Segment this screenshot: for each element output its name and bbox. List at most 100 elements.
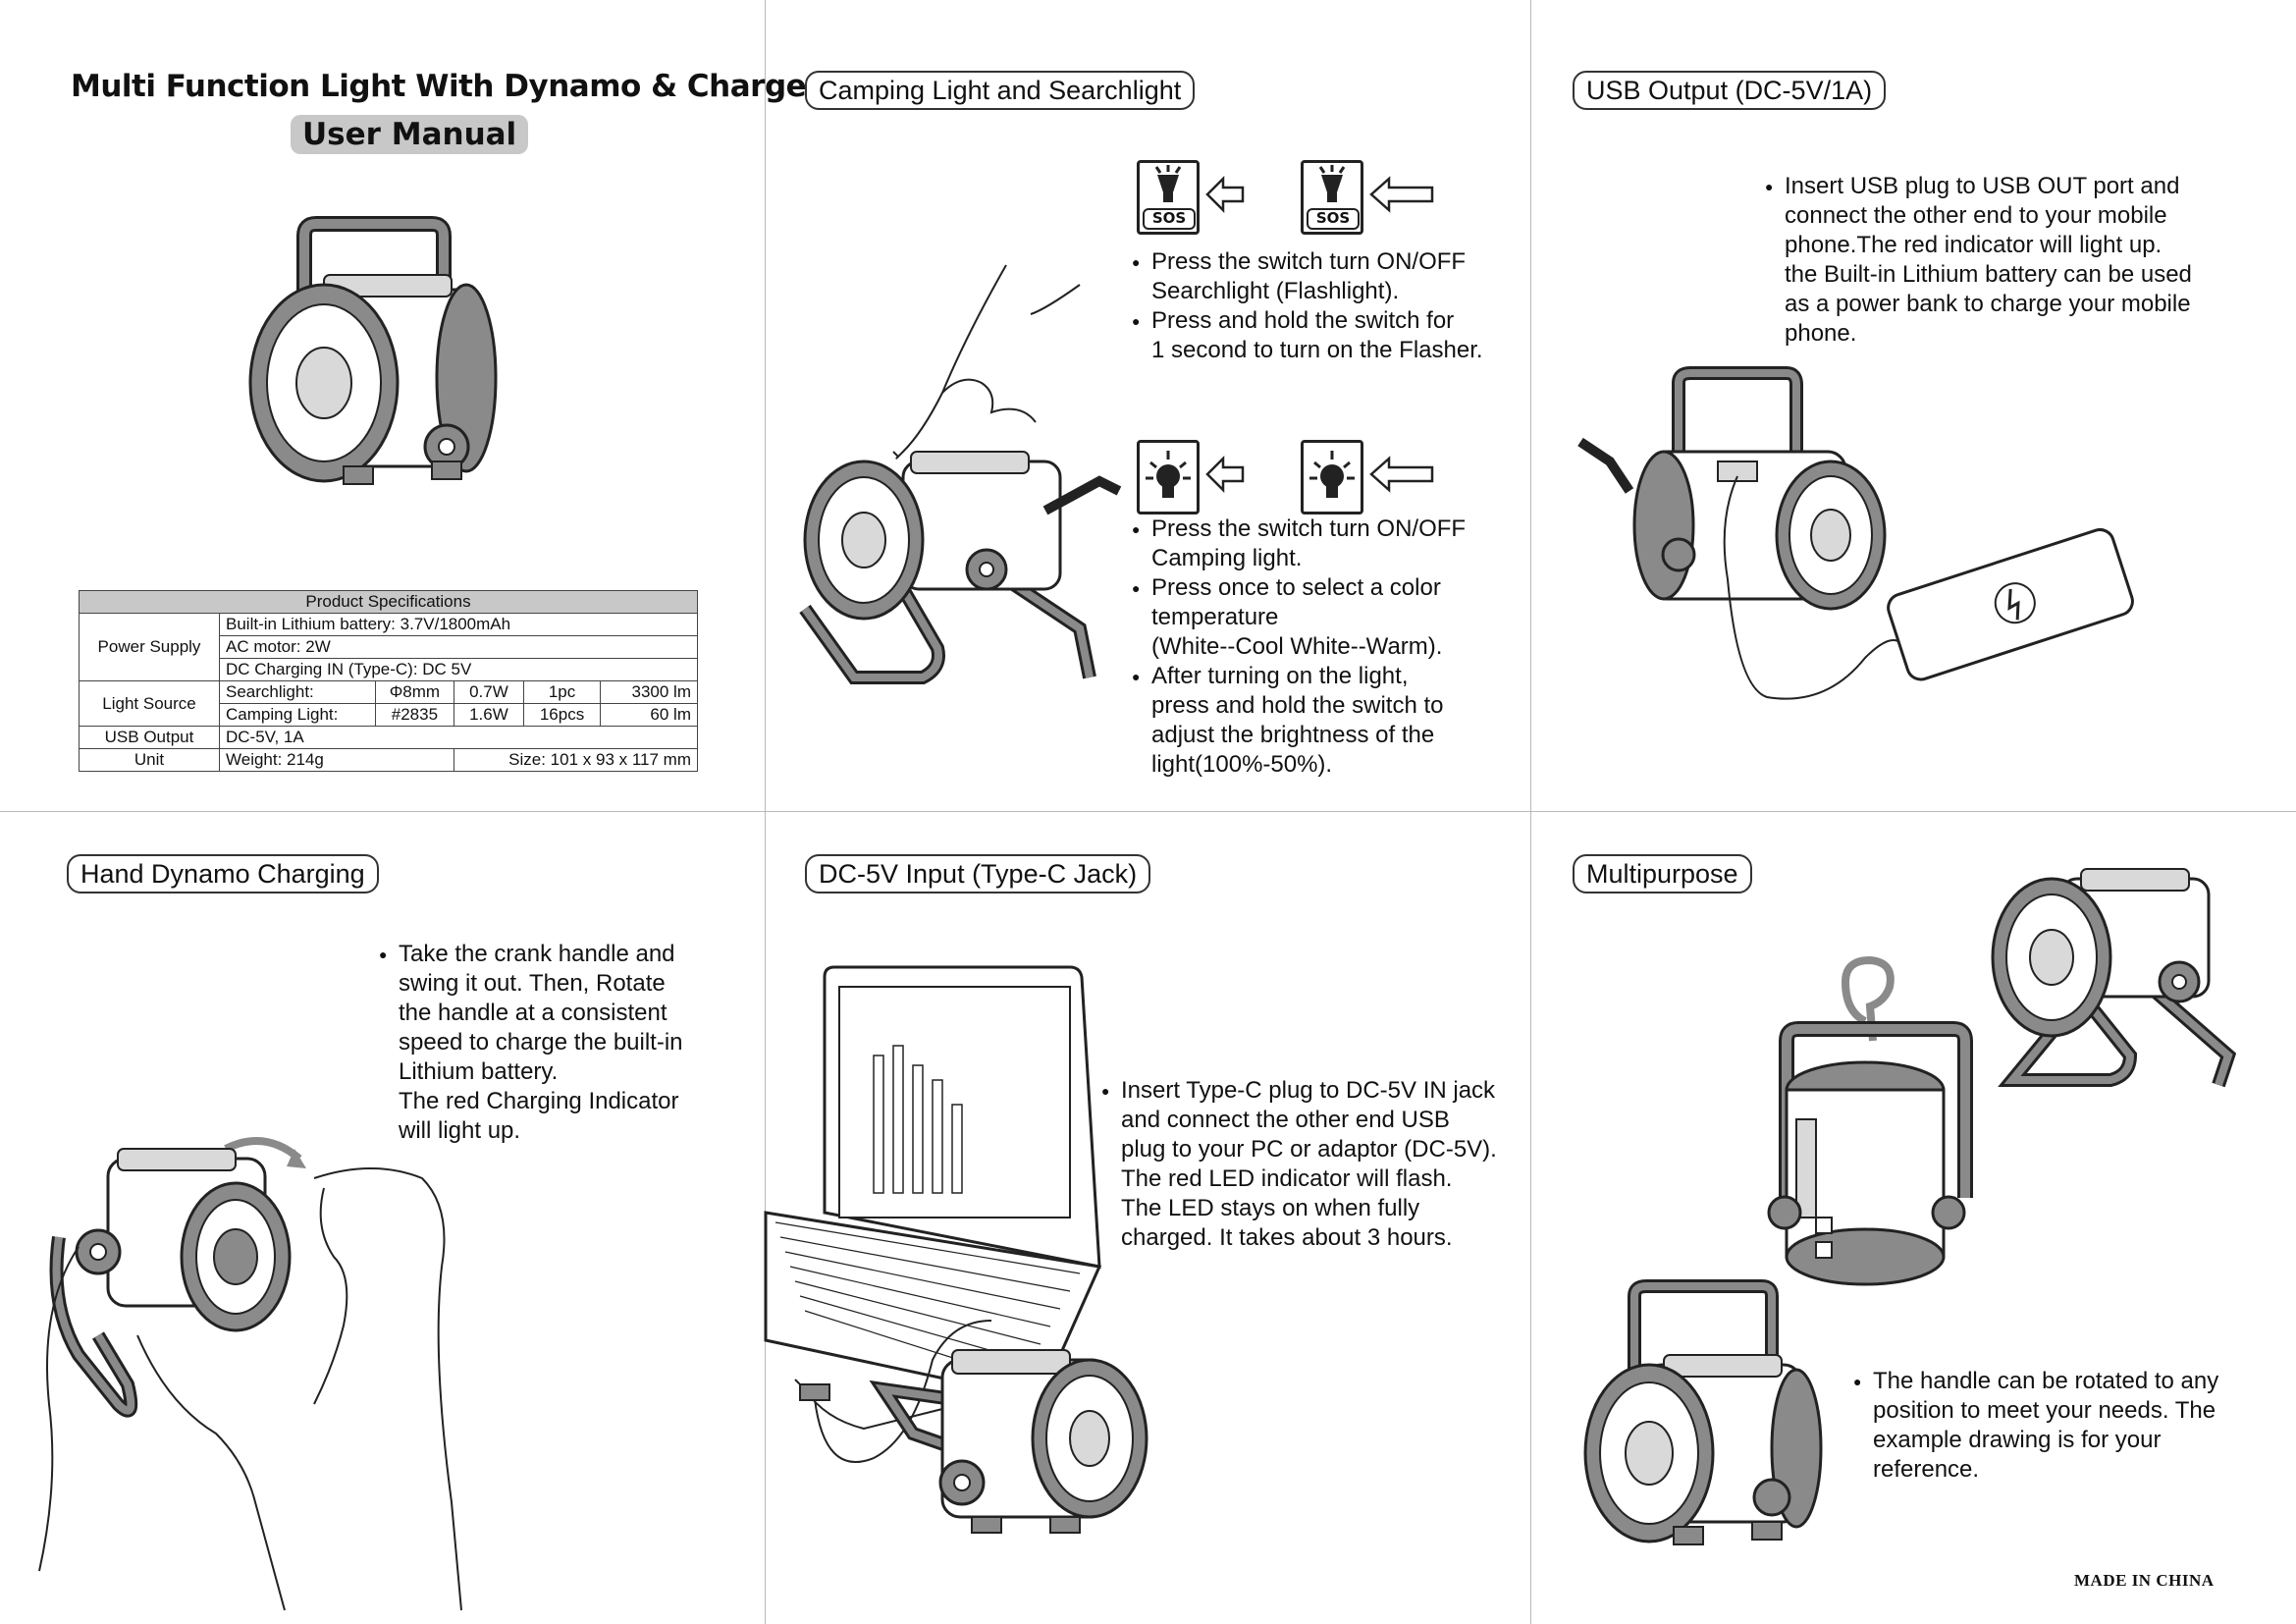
dynamo-line: Lithium battery.	[379, 1057, 683, 1087]
arrow-left-small-icon	[1205, 175, 1245, 214]
made-in-label: MADE IN CHINA	[2074, 1571, 2215, 1590]
manual-subtitle: User Manual	[291, 115, 529, 154]
dcin-line-text: The red LED indicator will flash.	[1121, 1165, 1453, 1192]
spec-camping-lm: 60 lm	[600, 703, 698, 727]
spec-unit-label: Unit	[79, 748, 220, 772]
camping-line: 1 second to turn on the Flasher.	[1132, 336, 1483, 365]
camping-line-text: 1 second to turn on the Flasher.	[1151, 337, 1483, 363]
dynamo-line: Take the crank handle and	[379, 940, 683, 969]
camping-bulb-icon-2	[1301, 440, 1363, 514]
section-title-multi: Multipurpose	[1573, 854, 1752, 893]
hand-crank-illustration	[38, 1137, 462, 1611]
usb-line: phone.The red indicator will light up.	[1765, 231, 2192, 260]
dynamo-line: will light up.	[379, 1116, 683, 1146]
section-title-usb: USB Output (DC-5V/1A)	[1573, 71, 1887, 110]
multi-line: reference.	[1853, 1455, 2218, 1485]
camping-line: Camping light.	[1132, 544, 1466, 573]
camping-line: temperature	[1132, 603, 1466, 632]
camping-bullets-searchlight: Press the switch turn ON/OFF Searchlight…	[1132, 247, 1483, 365]
dynamo-line: speed to charge the built-in	[379, 1028, 683, 1057]
camping-line: (White--Cool White--Warm).	[1132, 632, 1466, 662]
arrow-left-large-icon	[1369, 176, 1434, 213]
searchlight-sos-icon: SOS	[1137, 160, 1200, 235]
camping-line: adjust the brightness of the	[1132, 721, 1466, 750]
dcin-line-text: and connect the other end USB	[1121, 1107, 1450, 1133]
dynamo-line-text: Lithium battery.	[399, 1058, 559, 1085]
spec-camping-label: Camping Light:	[219, 703, 376, 727]
lantern-upright-illustration	[1583, 1279, 1823, 1545]
spec-weight: Weight: 214g	[218, 748, 455, 772]
multi-line: position to meet your needs. The	[1853, 1396, 2218, 1426]
usb-line-text: phone.	[1785, 320, 1857, 347]
dcin-line: Insert Type-C plug to DC-5V IN jack	[1101, 1076, 1497, 1106]
camping-line: press and hold the switch to	[1132, 691, 1466, 721]
spec-usb-label: USB Output	[79, 726, 220, 749]
dynamo-line-text: speed to charge the built-in	[399, 1029, 683, 1056]
camping-line-text: adjust the brightness of the	[1151, 722, 1435, 748]
multi-line: example drawing is for your	[1853, 1426, 2218, 1455]
dcin-line-text: charged. It takes about 3 hours.	[1121, 1224, 1453, 1251]
dcin-line: The red LED indicator will flash.	[1101, 1164, 1497, 1194]
usb-line: phone.	[1765, 319, 2192, 349]
usb-line: as a power bank to charge your mobile	[1765, 290, 2192, 319]
spec-size: Size: 101 x 93 x 117 mm	[454, 748, 698, 772]
camping-line: Press the switch turn ON/OFF	[1132, 514, 1466, 544]
spec-table: Product Specifications Power Supply Buil…	[79, 590, 698, 772]
dcin-line-text: The LED stays on when fully	[1121, 1195, 1420, 1221]
camping-line: Press and hold the switch for	[1132, 306, 1483, 336]
camping-line-text: (White--Cool White--Warm).	[1151, 633, 1443, 660]
arrow-left-small-icon-2	[1205, 455, 1245, 494]
usb-line-text: connect the other end to your mobile	[1785, 202, 2167, 229]
multi-text: The handle can be rotated to any positio…	[1853, 1367, 2218, 1485]
spec-camping-qty: 16pcs	[522, 703, 602, 727]
finger-press-illustration	[799, 264, 1122, 684]
spec-searchlight-led: Φ8mm	[374, 680, 455, 704]
lantern-charging-phone-illustration	[1577, 366, 2134, 700]
camping-line-text: light(100%-50%).	[1151, 751, 1333, 778]
dcin-line: The LED stays on when fully	[1101, 1194, 1497, 1223]
camping-line-text: temperature	[1151, 604, 1279, 630]
dynamo-line: The red Charging Indicator	[379, 1087, 683, 1116]
spec-usb-value: DC-5V, 1A	[219, 726, 698, 749]
dynamo-line: the handle at a consistent	[379, 999, 683, 1028]
spec-battery: Built-in Lithium battery: 3.7V/1800mAh	[219, 613, 698, 636]
arrow-left-large-icon-2	[1369, 456, 1434, 493]
spec-searchlight-power: 0.7W	[454, 680, 524, 704]
camping-bulb-icon	[1137, 440, 1200, 514]
dynamo-line-text: the handle at a consistent	[399, 1000, 667, 1026]
spec-camping-power: 1.6W	[454, 703, 524, 727]
laptop-charging-illustration	[764, 965, 1148, 1534]
dcin-line-text: plug to your PC or adaptor (DC-5V).	[1121, 1136, 1497, 1163]
dcin-line: plug to your PC or adaptor (DC-5V).	[1101, 1135, 1497, 1164]
camping-line-text: press and hold the switch to	[1151, 692, 1444, 719]
camping-line: Searchlight (Flashlight).	[1132, 277, 1483, 306]
dcin-text: Insert Type-C plug to DC-5V IN jack and …	[1101, 1076, 1497, 1253]
dynamo-line-text: swing it out. Then, Rotate	[399, 970, 666, 997]
usb-line-text: the Built-in Lithium battery can be used	[1785, 261, 2192, 288]
dcin-line: and connect the other end USB	[1101, 1106, 1497, 1135]
searchlight-sos-icon-2: SOS	[1301, 160, 1363, 235]
camping-line-text: Searchlight (Flashlight).	[1151, 278, 1400, 304]
multi-line-text: position to meet your needs. The	[1873, 1397, 2216, 1424]
usb-line-text: as a power bank to charge your mobile	[1785, 291, 2191, 317]
spec-camping-led: #2835	[374, 703, 455, 727]
camping-bullets-light: Press the switch turn ON/OFF Camping lig…	[1132, 514, 1466, 780]
usb-line: Insert USB plug to USB OUT port and	[1765, 172, 2192, 201]
divider-vertical-left	[765, 0, 766, 1624]
spec-light-source-label: Light Source	[79, 680, 220, 727]
lantern-hanging-illustration	[1767, 955, 1973, 1286]
spec-searchlight-lm: 3300 lm	[600, 680, 698, 704]
spec-ac-motor: AC motor: 2W	[219, 635, 698, 659]
spec-searchlight-label: Searchlight:	[219, 680, 376, 704]
divider-vertical-right	[1530, 0, 1531, 1624]
dynamo-line-text: will light up.	[399, 1117, 521, 1144]
section-title-dynamo: Hand Dynamo Charging	[67, 854, 379, 893]
manual-title: Multi Function Light With Dynamo & Charg…	[71, 69, 821, 104]
multi-line-text: reference.	[1873, 1456, 1980, 1483]
lantern-stand-illustration	[1991, 868, 2237, 1088]
camping-line: After turning on the light,	[1132, 662, 1466, 691]
section-title-camping: Camping Light and Searchlight	[805, 71, 1196, 110]
usb-text: Insert USB plug to USB OUT port and conn…	[1765, 172, 2192, 349]
spec-dc-in: DC Charging IN (Type-C): DC 5V	[219, 658, 698, 681]
spec-header: Product Specifications	[79, 590, 698, 614]
